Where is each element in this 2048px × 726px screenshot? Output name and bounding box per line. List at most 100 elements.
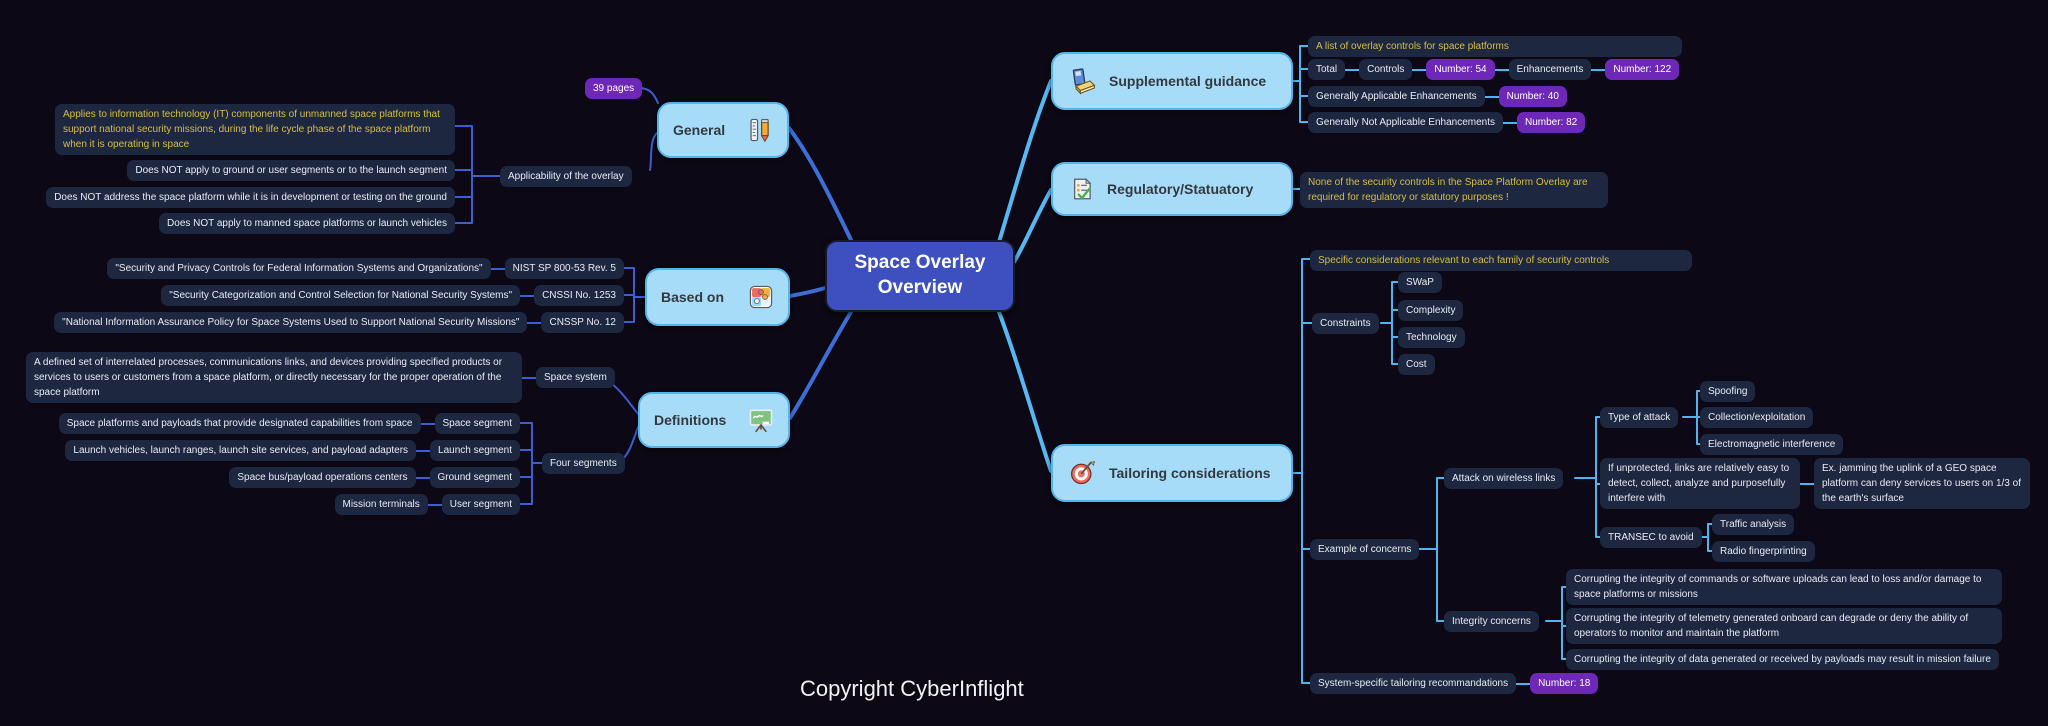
based-on-ref-2[interactable]: CNSSP No. 12 [541,312,624,333]
link-dash [490,267,505,270]
clipboard-check-icon [1069,176,1095,202]
applicability-item-2[interactable]: Does NOT address the space platform whil… [46,187,455,208]
link-dash [1412,68,1427,71]
transec-radio-fingerprinting[interactable]: Radio fingerprinting [1712,541,1815,562]
controls-number-badge[interactable]: Number: 54 [1426,59,1495,80]
transec-traffic-analysis[interactable]: Traffic analysis [1712,514,1795,535]
based-on-ref-0[interactable]: NIST SP 800-53 Rev. 5 [504,258,624,279]
segment-row-0: Space platforms and payloads that provid… [58,413,520,434]
link-dash [420,422,435,425]
link-dash [522,376,536,379]
link-dash [1345,68,1360,71]
constraint-cost[interactable]: Cost [1398,354,1435,375]
transec-label[interactable]: TRANSEC to avoid [1600,527,1702,548]
link-dash [1494,68,1509,71]
topic-supplemental-label: Supplemental guidance [1109,73,1267,89]
copyright-watermark: Copyright CyberInflight [800,676,1024,701]
segment-label-1[interactable]: Launch segment [430,440,520,461]
generally-not-applicable-label[interactable]: Generally Not Applicable Enhancements [1308,112,1503,133]
integrity-item-2[interactable]: Corrupting the integrity of data generat… [1566,649,1999,670]
attack-wireless-label[interactable]: Attack on wireless links [1444,468,1564,489]
link-dash [1484,95,1499,98]
based-on-ref-1[interactable]: CNSSI No. 1253 [534,285,624,306]
constraints-label[interactable]: Constraints [1312,313,1379,334]
target-dart-icon [1069,459,1097,487]
segment-label-3[interactable]: User segment [441,494,520,515]
segment-definition-0[interactable]: Space platforms and payloads that provid… [58,413,421,434]
integrity-item-1[interactable]: Corrupting the integrity of telemetry ge… [1566,608,2002,644]
applicability-item-3[interactable]: Does NOT apply to manned space platforms… [159,213,455,234]
enhancements-number-badge[interactable]: Number: 122 [1605,59,1680,80]
generally-not-applicable-row: Generally Not Applicable Enhancements Nu… [1308,112,1586,133]
based-on-row-1: "Security Categorization and Control Sel… [161,285,624,306]
supplemental-note[interactable]: A list of overlay controls for space pla… [1308,36,1682,57]
integrity-item-0[interactable]: Corrupting the integrity of commands or … [1566,569,2002,605]
link-dash [1516,682,1531,685]
type-of-attack-label[interactable]: Type of attack [1600,407,1679,428]
space-system-label[interactable]: Space system [536,367,615,388]
generally-not-applicable-number-badge[interactable]: Number: 82 [1517,112,1586,133]
chalkboard-icon [748,407,774,433]
segment-definition-2[interactable]: Space bus/payload operations centers [229,467,416,488]
segment-label-2[interactable]: Ground segment [429,467,520,488]
topic-definitions[interactable]: Definitions [638,392,790,448]
regulatory-note[interactable]: None of the security controls in the Spa… [1300,172,1608,208]
topic-general[interactable]: General [657,102,789,158]
link-dash [427,503,442,506]
applicability-label[interactable]: Applicability of the overlay [500,166,632,187]
generally-applicable-row: Generally Applicable Enhancements Number… [1308,86,1567,107]
topic-tailoring[interactable]: Tailoring considerations [1051,444,1293,502]
system-specific-label[interactable]: System-specific tailoring recommandation… [1310,673,1517,694]
topic-definitions-label: Definitions [654,412,727,428]
applicability-item-0[interactable]: Applies to information technology (IT) c… [55,104,455,155]
link-dash [415,476,430,479]
constraint-technology[interactable]: Technology [1398,327,1465,348]
sub-links-right [1292,45,1713,684]
pages-badge[interactable]: 39 pages [585,78,643,99]
integrity-concerns-label[interactable]: Integrity concerns [1444,611,1539,632]
link-dash [527,321,542,324]
link-dash [1591,68,1606,71]
space-system-definition[interactable]: A defined set of interrelated processes,… [26,352,522,403]
segment-row-1: Launch vehicles, launch ranges, launch s… [65,440,520,461]
topic-based-on[interactable]: Based on [645,268,790,326]
segment-definition-1[interactable]: Launch vehicles, launch ranges, launch s… [65,440,417,461]
system-specific-row: System-specific tailoring recommandation… [1310,673,1599,694]
generally-applicable-label[interactable]: Generally Applicable Enhancements [1308,86,1485,107]
segment-label-0[interactable]: Space segment [434,413,520,434]
topic-based-on-label: Based on [661,289,725,305]
based-on-quote-2[interactable]: "National Information Assurance Policy f… [54,312,528,333]
attack-electromagnetic[interactable]: Electromagnetic interference [1700,434,1844,455]
constraint-complexity[interactable]: Complexity [1398,300,1464,321]
topic-supplemental[interactable]: Supplemental guidance [1051,52,1293,110]
unprotected-text[interactable]: If unprotected, links are relatively eas… [1600,458,1800,509]
ruler-pencil-icon [747,117,773,143]
tailoring-note[interactable]: Specific considerations relevant to each… [1310,250,1692,271]
example-of-concerns-label[interactable]: Example of concerns [1310,539,1420,560]
system-specific-number-badge[interactable]: Number: 18 [1530,673,1599,694]
topic-regulatory[interactable]: Regulatory/Statuatory [1051,162,1293,216]
generally-applicable-number-badge[interactable]: Number: 40 [1498,86,1567,107]
four-segments-label[interactable]: Four segments [542,453,625,474]
space-system-row: A defined set of interrelated processes,… [26,352,615,403]
attack-collection[interactable]: Collection/exploitation [1700,407,1814,428]
puzzle-icon [748,284,774,310]
constraint-swap[interactable]: SWaP [1398,272,1442,293]
segment-definition-3[interactable]: Mission terminals [334,494,428,515]
controls-label[interactable]: Controls [1359,59,1413,80]
books-icon [1069,67,1097,95]
enhancements-label[interactable]: Enhancements [1508,59,1592,80]
supplemental-total-row: Total Controls Number: 54 Enhancements N… [1308,59,1680,80]
topic-general-label: General [673,122,726,138]
attack-spoofing[interactable]: Spoofing [1700,381,1756,402]
topic-tailoring-label: Tailoring considerations [1109,465,1271,481]
link-dash [520,294,535,297]
jamming-example-text[interactable]: Ex. jamming the uplink of a GEO space pl… [1814,458,2030,509]
segment-row-2: Space bus/payload operations centers Gro… [229,467,520,488]
based-on-quote-1[interactable]: "Security Categorization and Control Sel… [161,285,521,306]
total-label[interactable]: Total [1308,59,1346,80]
applicability-item-1[interactable]: Does NOT apply to ground or user segment… [127,160,455,181]
central-topic[interactable]: Space Overlay Overview [825,240,1015,312]
based-on-quote-0[interactable]: "Security and Privacy Controls for Feder… [107,258,491,279]
